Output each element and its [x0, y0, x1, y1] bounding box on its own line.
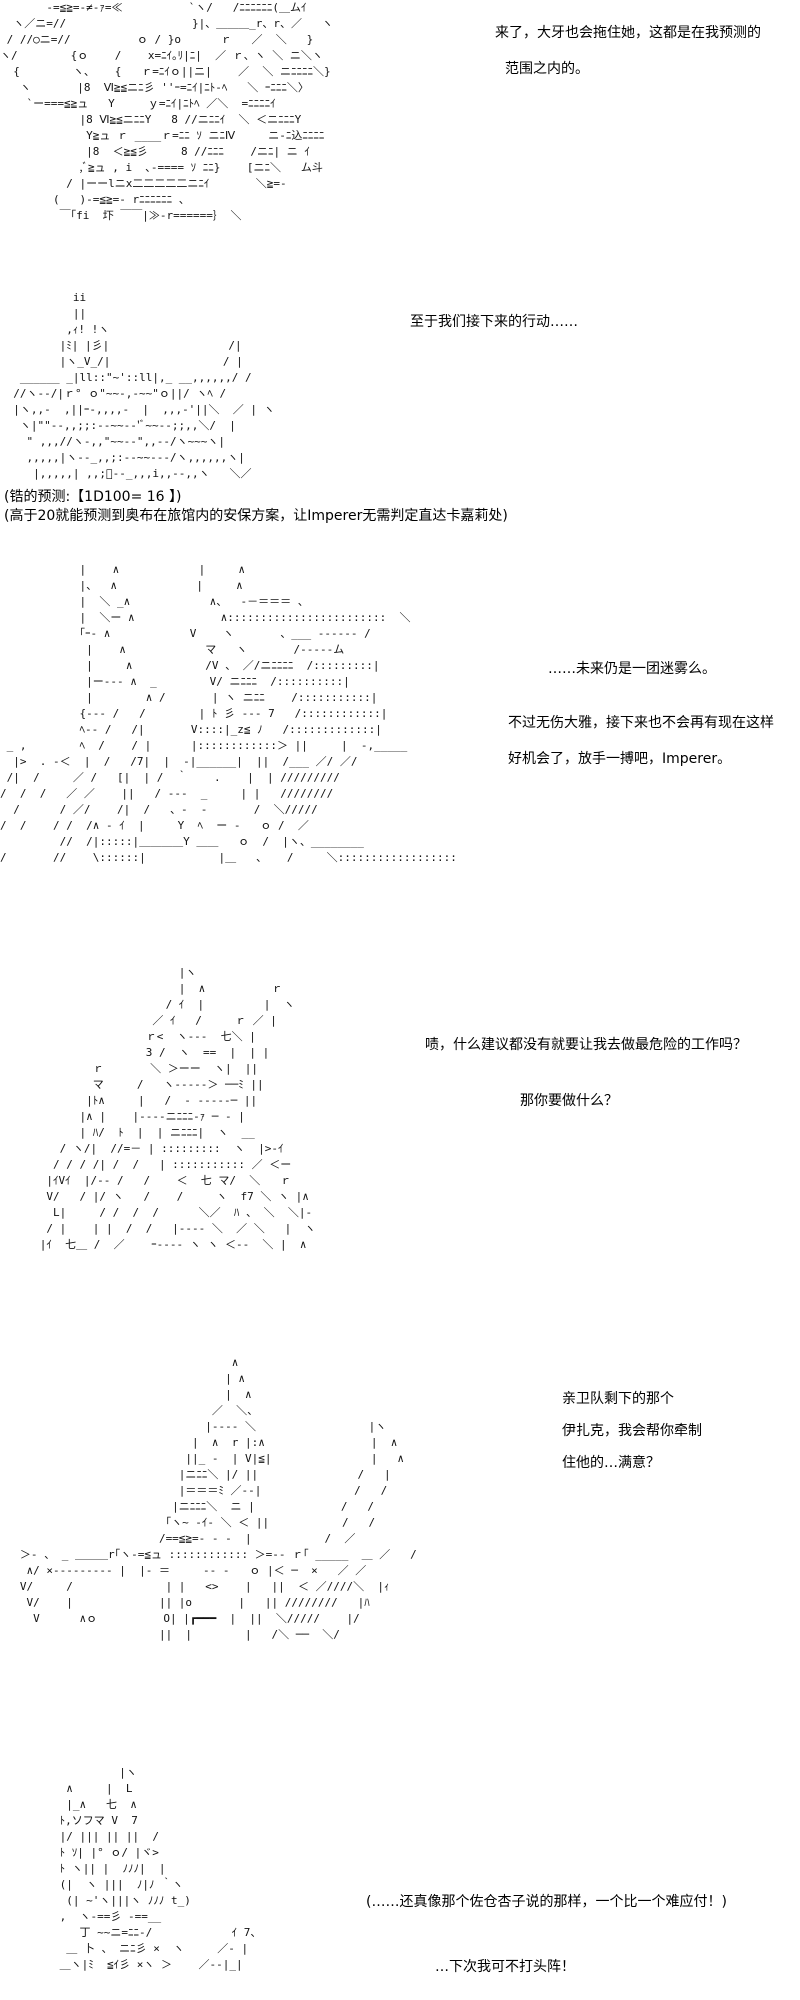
dialogue-line: 伊扎克，我会帮你牵制	[562, 1423, 702, 1439]
dialogue-line: (……还真像那个佐仓杏子说的那样，一个比一个难应付！)	[366, 1894, 727, 1910]
dialogue-line: 至于我们接下来的行动……	[410, 314, 578, 330]
dialogue-line: 啧，什么建议都没有就要让我去做最危险的工作吗？	[425, 1037, 747, 1053]
ascii-art-scene-4: |ヽ | ∧ ｒ / ｲ | | ヽ ／ ｲ / ｒ ／ | ｒ< ヽ‐‐‐ 七…	[39, 966, 316, 1251]
dialogue-line: 亲卫队剩下的那个	[562, 1391, 674, 1407]
ascii-art-scene-2: ii || ,ｨ! !ヽ |ﾐ| |彡| /| |ヽ_V_/| / | ____…	[13, 291, 275, 480]
dialogue-line: 不过无伤大雅，接下来也不会再有现在这样	[508, 715, 774, 731]
dialogue-line: …下次我可不打头阵！	[435, 1959, 575, 1975]
dialogue-line: 好机会了，放手一搏吧，Imperer。	[508, 751, 732, 767]
dialogue-line: 范围之内的。	[505, 61, 589, 77]
dialogue-line: 住他的…满意？	[562, 1455, 660, 1471]
dice-note: (锆的预测:【1D100= 16 】)	[4, 489, 182, 505]
ascii-art-scene-1: -=≦≧=-≠-ｧ=≪ `ヽ/ /ﾆﾆﾆﾆﾆﾆ(＿ムｲ ヽ／ニ=// }|、＿＿…	[0, 1, 333, 222]
dialogue-line: 那你要做什么？	[520, 1093, 618, 1109]
ascii-art-scene-3: | ∧ | ∧ |、 ∧ | ∧ | ＼ _∧ ∧、 ‐－＝＝＝ 、 | ＼ー …	[0, 563, 457, 864]
dice-note: (高于20就能预测到奥布在旅馆内的安保方案，让Imperer无需判定直达卡嘉莉处…	[4, 508, 508, 524]
dialogue-line: 来了，大牙也会拖住她，这都是在我预测的	[495, 25, 761, 41]
ascii-art-scene-6: |ヽ ∧ | L |_∧ 七 ∧ ﾄ,ソフマ V 7 |/ ||| || || …	[59, 1766, 262, 1971]
ascii-art-scene-5: ∧ | ∧ | ∧ ／ ＼、 |‐‐‐‐ ＼ |ヽ	[19, 1356, 417, 1641]
dialogue-line: ……未来仍是一团迷雾么。	[548, 661, 716, 677]
